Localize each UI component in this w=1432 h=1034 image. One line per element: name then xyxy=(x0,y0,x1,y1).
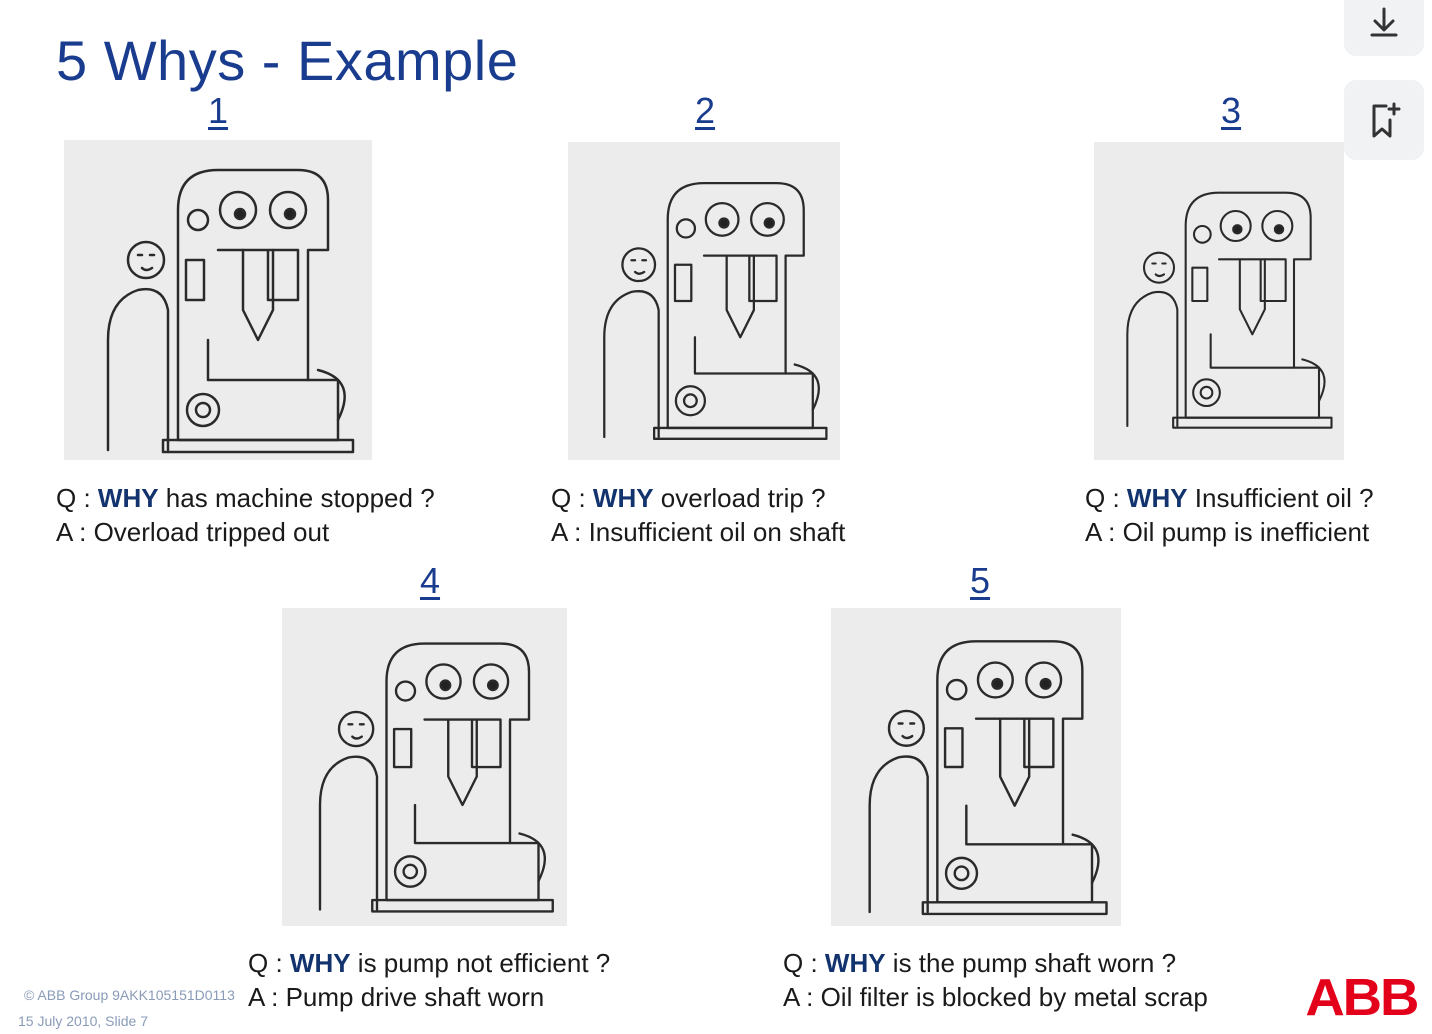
download-icon xyxy=(1370,7,1398,37)
question-4: Q : WHY is pump not efficient ? xyxy=(248,948,611,978)
step-number-1: 1 xyxy=(208,90,229,131)
download-button[interactable] xyxy=(1344,0,1424,56)
answer-5: A : Oil filter is blocked by metal scrap xyxy=(783,982,1208,1012)
qa-block-4: Q : WHY is pump not efficient ? A : Pump… xyxy=(248,946,610,1014)
qa-block-3: Q : WHY Insufficient oil ? A : Oil pump … xyxy=(1085,481,1374,549)
answer-1: A : Overload tripped out xyxy=(56,517,330,547)
cartoon-insufficient-oil xyxy=(1094,142,1344,460)
qa-block-5: Q : WHY is the pump shaft worn ? A : Oil… xyxy=(783,946,1208,1014)
step-number-5: 5 xyxy=(970,560,991,601)
step-number-2: 2 xyxy=(695,90,716,131)
answer-2: A : Insufficient oil on shaft xyxy=(551,517,846,547)
step-number-4: 4 xyxy=(420,560,441,601)
qa-block-2: Q : WHY overload trip ? A : Insufficient… xyxy=(551,481,845,549)
cartoon-overload-trip xyxy=(568,142,840,460)
answer-3: A : Oil pump is inefficient xyxy=(1085,517,1370,547)
qa-block-1: Q : WHY has machine stopped ? A : Overlo… xyxy=(56,481,435,549)
question-2: Q : WHY overload trip ? xyxy=(551,483,826,513)
slide-title: 5 Whys - Example xyxy=(56,29,519,92)
question-1: Q : WHY has machine stopped ? xyxy=(56,483,435,513)
cartoon-pump-inefficient xyxy=(282,608,567,926)
cartoon-shaft-worn xyxy=(831,608,1121,926)
question-5: Q : WHY is the pump shaft worn ? xyxy=(783,948,1177,978)
bookmark-button[interactable] xyxy=(1344,80,1424,160)
bookmark-add-icon xyxy=(1372,102,1401,138)
footer-date-slide: 15 July 2010, Slide 7 xyxy=(18,1013,148,1029)
step-number-3: 3 xyxy=(1221,90,1242,131)
abb-logo: ABB xyxy=(1305,969,1419,1027)
answer-4: A : Pump drive shaft worn xyxy=(248,982,545,1012)
footer-copyright: © ABB Group 9AKK105151D0113 xyxy=(24,987,235,1003)
cartoon-machine-stopped xyxy=(64,140,372,460)
question-3: Q : WHY Insufficient oil ? xyxy=(1085,483,1374,513)
